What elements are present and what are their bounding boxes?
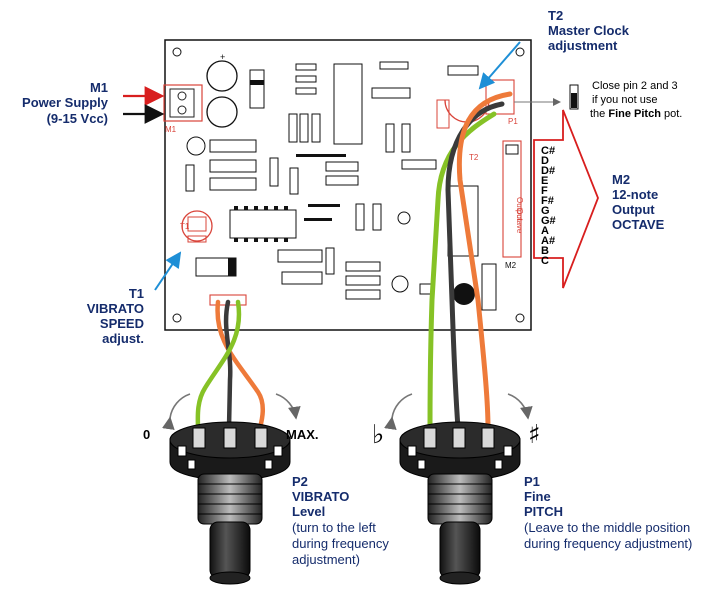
m2-line3-label: OCTAVE bbox=[612, 217, 665, 232]
m2-id-label: M2 bbox=[612, 172, 631, 187]
t1-trimmer bbox=[181, 210, 213, 243]
note-item: E bbox=[541, 175, 549, 187]
jumper-icon bbox=[569, 84, 579, 110]
p2-rotate-left-arrow bbox=[162, 393, 191, 431]
note-item: A# bbox=[541, 235, 556, 247]
t2-id-label: T2 bbox=[548, 8, 564, 23]
p2-max-label: MAX. bbox=[286, 427, 319, 442]
sharp-symbol: ♯ bbox=[528, 420, 541, 450]
pin-note-line3-pre: the bbox=[590, 108, 609, 120]
t2-pointer-arrow bbox=[478, 41, 521, 90]
p2-note1-label: (turn to the left bbox=[292, 520, 376, 535]
t1-pointer-arrow bbox=[154, 251, 182, 291]
pcb-label-octave: Octave bbox=[515, 208, 524, 234]
p1-id-label: P1 bbox=[524, 474, 540, 489]
pcb-label-t2: T2 bbox=[469, 153, 479, 162]
p2-line2-label: Level bbox=[292, 504, 326, 519]
note-item: F bbox=[541, 185, 548, 197]
t2-line2-label: adjustment bbox=[548, 38, 618, 53]
m2-line2-label: Output bbox=[612, 202, 655, 217]
p2-id-label: P2 bbox=[292, 474, 308, 489]
pcb-label-m2: M2 bbox=[505, 261, 517, 270]
m2-line1-label: 12-note bbox=[612, 187, 659, 202]
p2-min-label: 0 bbox=[143, 427, 151, 442]
pcb-board bbox=[163, 39, 532, 331]
p1-line1-label: Fine bbox=[524, 489, 551, 504]
note-list: C# D D# E F F# G G# A A# B C bbox=[541, 145, 556, 267]
note-item: C bbox=[541, 255, 549, 267]
pcb-label-m1: M1 bbox=[165, 125, 177, 134]
pcb-label-t1: T1 bbox=[180, 222, 190, 231]
t2-line1-label: Master Clock bbox=[548, 23, 629, 38]
p2-note3-label: adjustment) bbox=[292, 552, 360, 567]
t1-line1-label: VIBRATO bbox=[86, 301, 144, 316]
p1-wires bbox=[427, 91, 513, 431]
note-item: C# bbox=[541, 145, 556, 157]
p2-line1-label: VIBRATO bbox=[292, 489, 350, 504]
m1-line2-label: (9-15 Vcc) bbox=[46, 111, 108, 126]
m2-output-arrow bbox=[533, 109, 599, 289]
t1-id-label: T1 bbox=[128, 286, 144, 301]
pcb-cap-plus: + bbox=[220, 52, 225, 62]
p1-rotate-right-arrow bbox=[507, 393, 533, 420]
pin-note-line2: if you not use bbox=[592, 94, 658, 106]
t1-line2-label: SPEED bbox=[99, 316, 144, 331]
note-item: D bbox=[541, 155, 549, 167]
note-item: A bbox=[541, 225, 549, 237]
note-item: G# bbox=[541, 215, 556, 227]
flat-symbol: ♭ bbox=[372, 420, 385, 450]
p2-note2-label: during frequency bbox=[292, 536, 389, 551]
t1-line3-label: adjust. bbox=[102, 331, 144, 346]
note-item: D# bbox=[541, 165, 556, 177]
pin-note-line3-post: pot. bbox=[660, 108, 683, 120]
p1-note2-label: during frequency adjustment) bbox=[524, 536, 693, 551]
m1-id-label: M1 bbox=[89, 80, 108, 95]
p2-rotate-right-arrow bbox=[275, 393, 301, 420]
p2-wires bbox=[195, 299, 265, 431]
m1-line1-label: Power Supply bbox=[22, 95, 108, 110]
pin-note-line3-bold: Fine Pitch bbox=[608, 108, 661, 120]
pcb-label-output: Output bbox=[515, 197, 524, 222]
m2-output-header bbox=[502, 140, 522, 258]
p1-connector bbox=[485, 79, 515, 115]
p1-rotate-left-arrow bbox=[384, 393, 413, 431]
p1-note1-label: (Leave to the middle position bbox=[524, 520, 691, 535]
pcb-label-p1: P1 bbox=[508, 117, 518, 126]
p1-line2-label: PITCH bbox=[524, 504, 563, 519]
note-item: G bbox=[541, 205, 550, 217]
note-item: B bbox=[541, 245, 549, 257]
pin-note-line1: Close pin 2 and 3 bbox=[592, 80, 678, 92]
pin-note-line3: the Fine Pitch pot. bbox=[590, 108, 682, 121]
note-item: F# bbox=[541, 195, 554, 207]
potentiometer-p2 bbox=[169, 421, 291, 585]
potentiometer-p1 bbox=[399, 421, 521, 585]
